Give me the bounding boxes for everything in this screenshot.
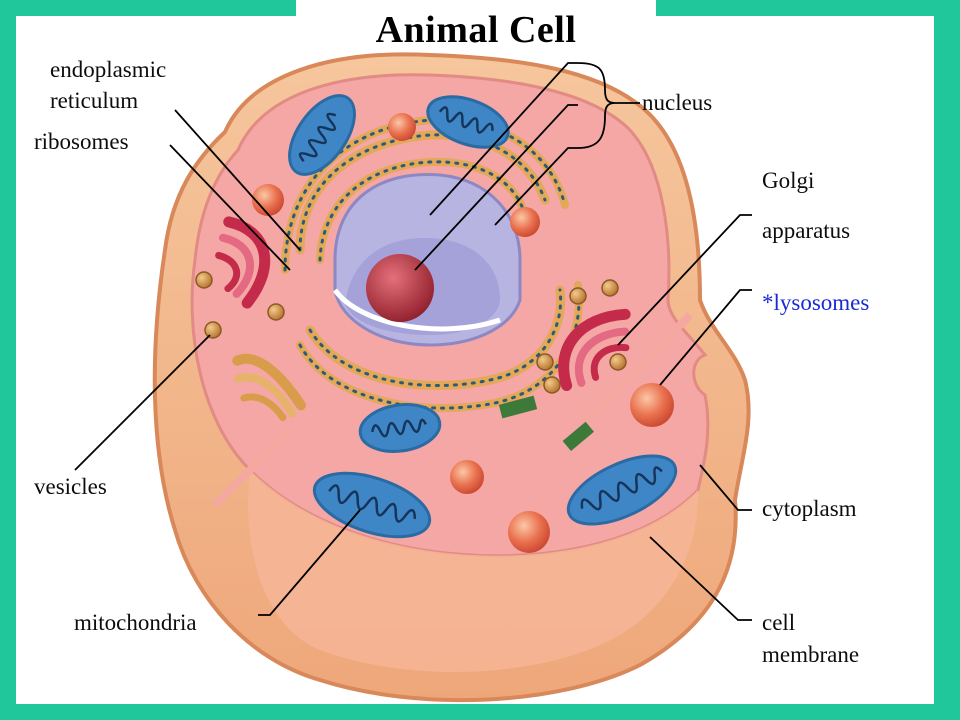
label-er-line1: endoplasmic	[50, 57, 167, 82]
nucleolus	[366, 254, 434, 322]
mitochondria-group	[288, 94, 678, 539]
label-lysosomes: *lysosomes	[762, 290, 870, 315]
label-membrane-line2: membrane	[762, 642, 860, 667]
cut-edge	[212, 312, 693, 508]
label-membrane-line1: cell	[762, 610, 796, 635]
leader-lines	[74, 62, 752, 621]
label-nucleus: nucleus	[642, 90, 713, 115]
label-er-line2: reticulum	[50, 88, 139, 113]
title-tab	[296, 0, 656, 58]
label-cytoplasm: cytoplasm	[762, 496, 857, 521]
golgi-apparatus-shape	[215, 216, 631, 422]
lysosomes-group	[252, 113, 674, 553]
label-ribosomes: ribosomes	[34, 129, 129, 154]
label-golgi-line1: Golgi	[762, 168, 815, 193]
nucleus-shape	[332, 172, 522, 347]
vesicles-group	[195, 271, 627, 394]
label-golgi-line2: apparatus	[762, 218, 851, 243]
page-title: Animal Cell	[375, 9, 577, 51]
centrioles-shape	[498, 395, 594, 452]
label-mitochondria: mitochondria	[74, 610, 197, 635]
label-vesicles: vesicles	[34, 474, 107, 499]
